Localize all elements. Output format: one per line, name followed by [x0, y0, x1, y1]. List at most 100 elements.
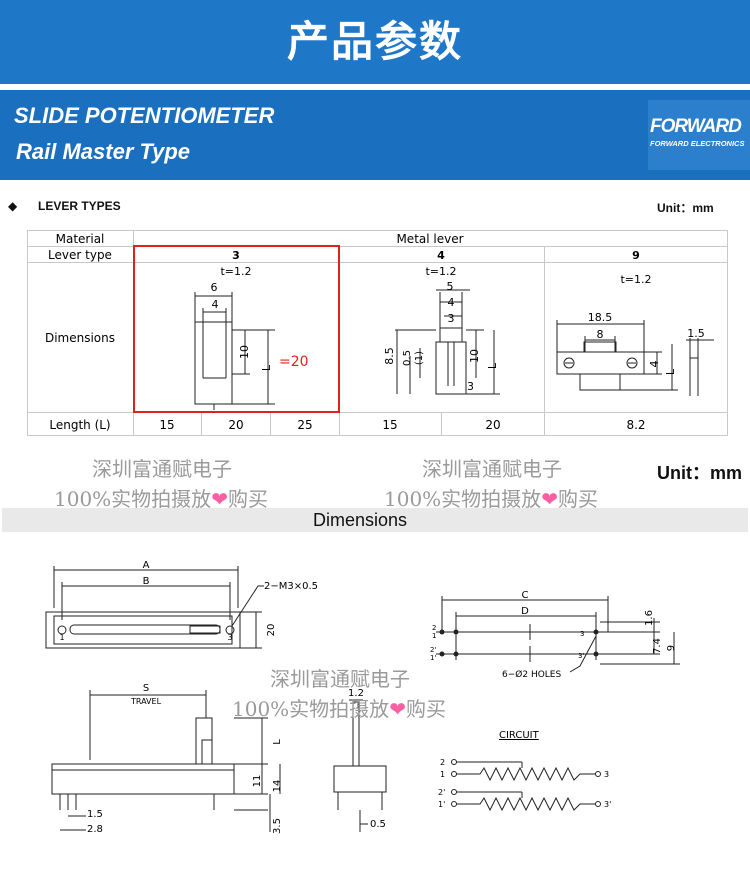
lever4-dim-1: (1): [414, 351, 425, 365]
watermark-line1: 深圳富通赋电子: [92, 457, 232, 481]
watermark-line2-suffix: 购买: [405, 697, 446, 721]
dim-1-5: 1.5: [87, 809, 103, 820]
dim-1-6: 1.6: [644, 610, 655, 626]
lever4-dim-3b: 3: [467, 380, 474, 393]
highlight-note: =20: [279, 354, 309, 370]
material-value: Metal lever: [396, 232, 463, 246]
circuit-title: CIRCUIT: [499, 730, 540, 741]
lever3-dim-10: 10: [238, 345, 251, 359]
watermark-line2-prefix: 100%实物拍摄放: [384, 487, 542, 511]
lever4-dim-10: 10: [468, 349, 481, 363]
unit-label-large: Unit：mm: [657, 463, 742, 483]
circuit-pin: 1': [438, 800, 445, 809]
dimensions-label: Dimensions: [45, 331, 115, 345]
screw-note: 2−M3×0.5: [264, 581, 318, 592]
holes-note: 6−Ø2 HOLES: [502, 669, 561, 680]
lever4-drawing: [395, 289, 500, 395]
lever4-dim-5: 5: [447, 280, 454, 293]
length-value: 20: [485, 418, 500, 432]
dim-S: S: [143, 683, 149, 694]
watermark-line2: 100%实物拍摄放❤购买: [54, 483, 268, 512]
lever9-drawing: [556, 320, 714, 396]
dim-L: L: [272, 739, 283, 745]
highlight-box: [133, 245, 340, 413]
dim-14: 14: [272, 780, 283, 793]
dim-7-4: 7.4: [652, 638, 663, 654]
fp-pin: 3': [578, 652, 584, 660]
lever4-dim-8-5: 8.5: [383, 347, 396, 365]
dim-0-5: 0.5: [370, 819, 386, 830]
watermark-line1: 深圳富通赋电子: [422, 457, 562, 481]
watermark-line2-prefix: 100%实物拍摄放: [54, 487, 212, 511]
dimensions-bar: [2, 508, 748, 532]
lever4-dim-4: 4: [448, 296, 455, 309]
length-value: 15: [159, 418, 174, 432]
fp-pin: 1: [432, 632, 436, 640]
dim-2-8: 2.8: [87, 824, 103, 835]
lever3-dim-4: 4: [212, 298, 219, 311]
dimension-drawing: A B 2−M3×0.5 20 1 3 S TRAVEL L 1 1 14 1.5…: [45, 560, 680, 835]
heart-icon: ❤: [541, 487, 558, 511]
lever-type-9: 9: [632, 249, 640, 262]
lever4-thickness: t=1.2: [425, 265, 456, 278]
length-value: 8.2: [626, 418, 645, 432]
lever9-dim-1-5: 1.5: [687, 327, 705, 340]
lever9-dim-18-5: 18.5: [588, 311, 613, 324]
lever4-dim-0-5: 0.5: [402, 350, 413, 366]
lever-type-label: Lever type: [48, 248, 112, 262]
product-banner: [0, 90, 750, 180]
circuit-pin: 2: [440, 758, 445, 767]
lever9-dim-L: L: [664, 368, 677, 375]
dim-1-2: 1.2: [348, 688, 364, 699]
fp-pin: 3: [580, 630, 584, 638]
length-value: 15: [382, 418, 397, 432]
fp-pin: 2': [430, 646, 436, 654]
banner-title: SLIDE POTENTIOMETER: [14, 103, 275, 128]
travel-label: TRAVEL: [130, 697, 162, 706]
lever-type-4: 4: [437, 249, 445, 262]
material-label: Material: [56, 232, 105, 246]
pin-1: 1: [59, 633, 64, 642]
divider: [0, 84, 750, 90]
dim-D: D: [521, 606, 529, 617]
watermark-line2: 100%实物拍摄放❤购买: [384, 483, 598, 512]
watermark-line2-suffix: 购买: [557, 487, 598, 511]
lever3-thickness: t=1.2: [220, 265, 251, 278]
lever-type-3: 3: [232, 249, 240, 262]
circuit-diagram: [451, 759, 601, 812]
length-value: 25: [297, 418, 312, 432]
heart-icon: ❤: [211, 487, 228, 511]
lever4-dim-3: 3: [448, 312, 455, 325]
brand-logo-subtext: FORWARD ELECTRONICS: [650, 139, 745, 148]
lever9-thickness: t=1.2: [620, 273, 651, 286]
watermark-line2-prefix: 100%实物拍摄放: [232, 697, 390, 721]
banner-subtitle: Rail Master Type: [16, 139, 191, 164]
page-title: 产品参数: [286, 17, 463, 66]
bullet-icon: ◆: [8, 199, 18, 213]
dim-20: 20: [266, 624, 277, 637]
fp-pin: 1': [430, 654, 436, 662]
dim-3-5: 3.5: [272, 818, 283, 834]
watermark-line2-suffix: 购买: [227, 487, 268, 511]
unit-label: Unit：mm: [657, 201, 714, 215]
lever3-dim-L: L: [260, 364, 273, 371]
circuit-pin: 3: [604, 770, 609, 779]
heart-icon: ❤: [389, 697, 406, 721]
circuit-pin: 1: [440, 770, 445, 779]
lever3-drawing: [194, 292, 275, 410]
fp-pin: 2: [432, 624, 436, 632]
lever-types-heading: LEVER TYPES: [38, 199, 121, 213]
watermark-line2: 100%实物拍摄放❤购买: [232, 693, 446, 722]
dim-B: B: [143, 576, 150, 587]
pin-3: 3: [227, 633, 232, 642]
dim-A: A: [143, 560, 150, 571]
lever4-dim-L: L: [486, 362, 499, 369]
dim-9: 9: [666, 645, 677, 651]
lever9-dim-4: 4: [648, 361, 661, 368]
dimensions-heading: Dimensions: [312, 510, 408, 530]
length-label: Length (L): [49, 418, 110, 432]
lever-types-table: Material Metal lever Lever type 3 4 9 Di…: [27, 230, 728, 436]
circuit-pin: 2': [438, 788, 445, 797]
brand-logo-text: FORWARD: [650, 116, 742, 137]
brand-logo: [648, 100, 750, 170]
